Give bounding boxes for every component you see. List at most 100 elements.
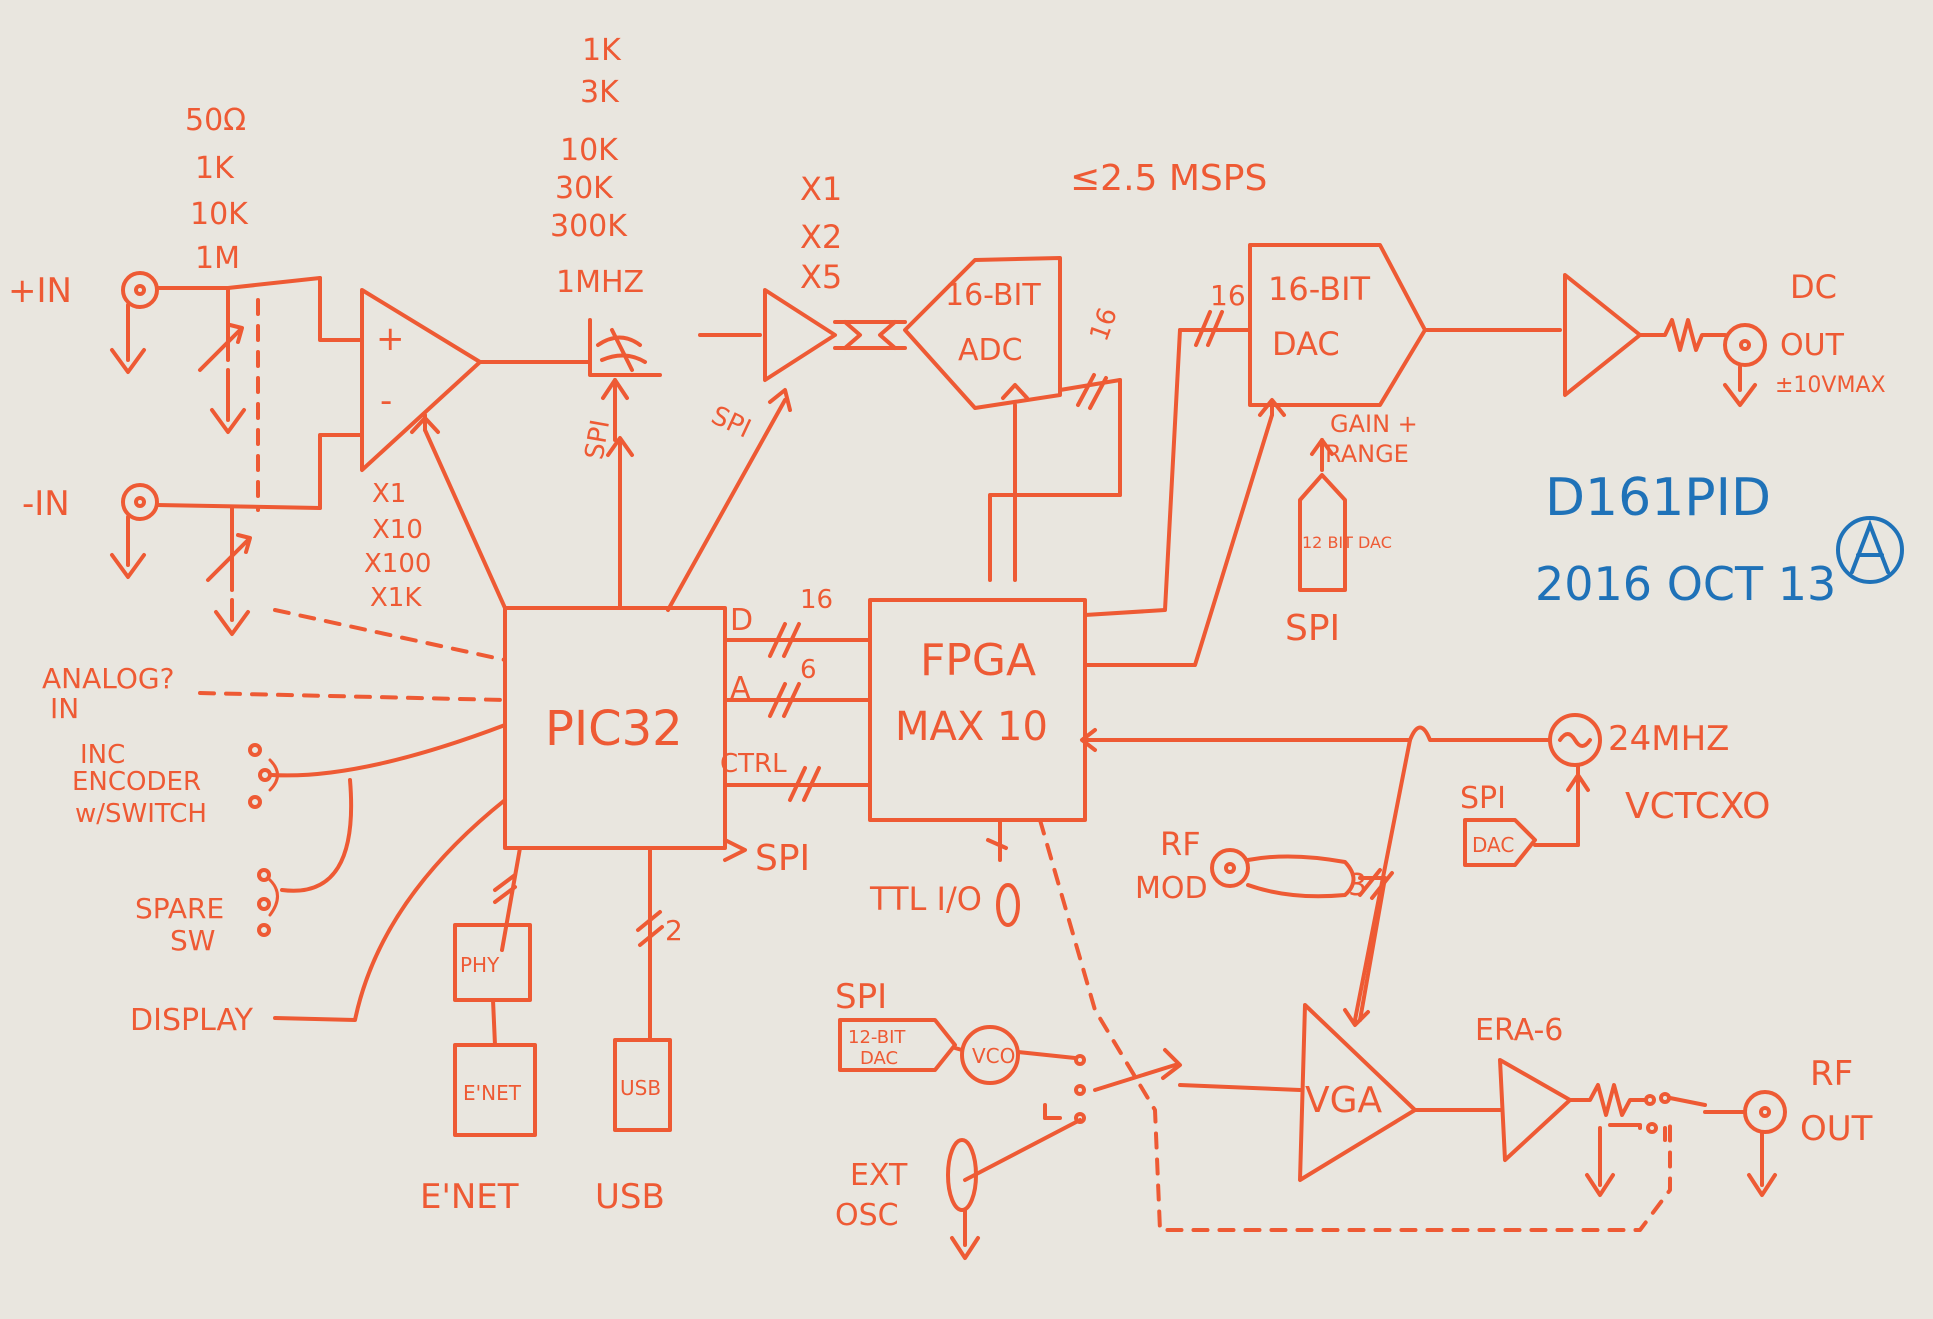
- board-id-text: D161PID: [1545, 468, 1771, 528]
- vco-chain: [838, 1018, 1302, 1124]
- analog-in-label-1: ANALOG?: [42, 662, 174, 695]
- adc-block: [903, 256, 1122, 582]
- vco-dac-label-2: DAC: [860, 1048, 898, 1069]
- cutoff-1mhz: 1MHZ: [556, 265, 644, 300]
- cutoff-10k: 10K: [560, 133, 619, 168]
- usb-chain: [613, 846, 672, 1132]
- amp-gain-x100: X100: [364, 549, 431, 579]
- small-dac-label: 12 BIT DAC: [1302, 533, 1392, 552]
- cutoff-3k: 3K: [580, 75, 620, 110]
- spare-sw-label-2: SW: [170, 924, 215, 957]
- adc-label-top: 16-BIT: [945, 278, 1041, 313]
- pga-gain-x2: X2: [800, 218, 842, 256]
- rf-out-label-1: RF: [1810, 1054, 1853, 1094]
- rf-out-label-2: OUT: [1800, 1109, 1873, 1149]
- impedance-1k: 1K: [195, 151, 235, 186]
- amp-minus-sign: -: [380, 381, 392, 421]
- encoder-label-1: INC: [80, 740, 125, 770]
- vctcxo-block: [1408, 713, 1602, 867]
- fpga-label-2: MAX 10: [895, 704, 1048, 750]
- ext-osc-connector: [946, 1118, 1082, 1260]
- dac-label-top: 16-BIT: [1268, 270, 1371, 308]
- encoder-label-3: w/SWITCH: [75, 799, 207, 829]
- minus-in-connector: [110, 483, 322, 579]
- bus-ctrl-label: CTRL: [720, 749, 787, 779]
- vco-label: VCO: [972, 1044, 1015, 1068]
- filter-cutoff-values: 1K 3K 10K 30K 300K 1MHZ: [550, 33, 644, 300]
- vga-block: [1298, 1003, 1502, 1182]
- ext-osc-label-2: OSC: [835, 1198, 899, 1233]
- usb-bus-width: 2: [665, 914, 683, 947]
- plus-in-label: +IN: [8, 271, 72, 311]
- pga-gain-values: X1 X2 X5: [800, 170, 842, 296]
- author-mark-icon: [1836, 516, 1904, 584]
- enet-chain: [453, 846, 537, 1137]
- ttl-io-connector: [996, 883, 1020, 927]
- vga-label: VGA: [1305, 1080, 1383, 1121]
- osc-type-label: VCTCXO: [1625, 786, 1770, 827]
- filter-block: [588, 318, 762, 442]
- phy-label: PHY: [460, 953, 500, 977]
- minus-in-label: -IN: [22, 484, 70, 524]
- analog-in-label-2: IN: [50, 692, 79, 725]
- dc-out-label-2: OUT: [1780, 328, 1845, 363]
- rf-mod-bus-width: 3: [1348, 868, 1367, 903]
- era6-label: ERA-6: [1475, 1013, 1563, 1048]
- sample-rate-label: ≤2.5 MSPS: [1070, 158, 1267, 199]
- input-impedance-selector: [198, 276, 322, 636]
- ttl-io-label: TTL I/O: [869, 880, 982, 918]
- bus-d-width: 16: [800, 585, 833, 615]
- fpga-label-1: FPGA: [920, 635, 1036, 686]
- rf-mod-label-2: MOD: [1135, 871, 1208, 906]
- pic-spi-label: SPI: [755, 838, 810, 879]
- spare-sw-label-1: SPARE: [135, 892, 224, 925]
- pic-spi-arrow: [723, 838, 747, 862]
- rf-mod-label-1: RF: [1160, 825, 1201, 863]
- display-label: DISPLAY: [130, 1003, 254, 1038]
- encoder-label-2: ENCODER: [72, 767, 201, 797]
- adc-bus-width: 16: [1084, 304, 1124, 345]
- left-io-wiring: [198, 608, 507, 1022]
- plus-in-connector: [110, 271, 230, 374]
- dac-gain-label-1: GAIN +: [1330, 410, 1418, 438]
- vco-spi-label: SPI: [835, 977, 887, 1017]
- rf-mod-connector: [1210, 738, 1412, 1027]
- impedance-1m: 1M: [195, 241, 240, 276]
- dac-block: [1083, 243, 1562, 667]
- dc-out-label-1: DC: [1790, 268, 1837, 306]
- impedance-50-ohm: 50Ω: [185, 103, 246, 138]
- dc-out-stage: [1563, 273, 1767, 407]
- filter-spi-label: SPI: [580, 417, 616, 461]
- fpga-block: [868, 598, 1412, 862]
- cutoff-1k: 1K: [582, 33, 622, 68]
- pga-spi-label: SPI: [707, 401, 756, 445]
- impedance-10k: 10K: [190, 197, 249, 232]
- bus-a-width: 6: [800, 655, 817, 685]
- dac-gain-label-2: RANGE: [1325, 440, 1409, 468]
- vco-dac-label-1: 12-BIT: [848, 1027, 906, 1048]
- osc-freq-label: 24MHZ: [1608, 719, 1729, 759]
- bus-a-label: A: [730, 671, 751, 706]
- enet-box-label: E'NET: [463, 1081, 522, 1105]
- impedance-values: 50Ω 1K 10K 1M: [185, 103, 249, 276]
- mcu-fpga-buses: [723, 622, 872, 802]
- pga-gain-x1: X1: [800, 170, 842, 208]
- era6-amplifier: [1498, 1058, 1707, 1197]
- adc-label-bottom: ADC: [958, 333, 1023, 368]
- usb-label: USB: [595, 1177, 665, 1217]
- small-12bit-dac: [1298, 438, 1347, 592]
- dc-out-label-3: ±10VMAX: [1775, 373, 1886, 398]
- pic32-block: [423, 428, 727, 850]
- input-amplifier: [318, 276, 592, 510]
- cutoff-30k: 30K: [555, 171, 614, 206]
- rf-control-dashed: [1038, 818, 1672, 1232]
- dac-label-bottom: DAC: [1272, 325, 1340, 363]
- amp-gain-x10: X10: [372, 515, 423, 545]
- ext-osc-label-1: EXT: [850, 1158, 908, 1193]
- osc-spi-label: SPI: [1460, 781, 1506, 816]
- amp-plus-sign: +: [376, 319, 405, 359]
- date-text: 2016 OCT 13: [1535, 557, 1836, 611]
- amp-gain-values: X1 X10 X100 X1K: [364, 479, 431, 613]
